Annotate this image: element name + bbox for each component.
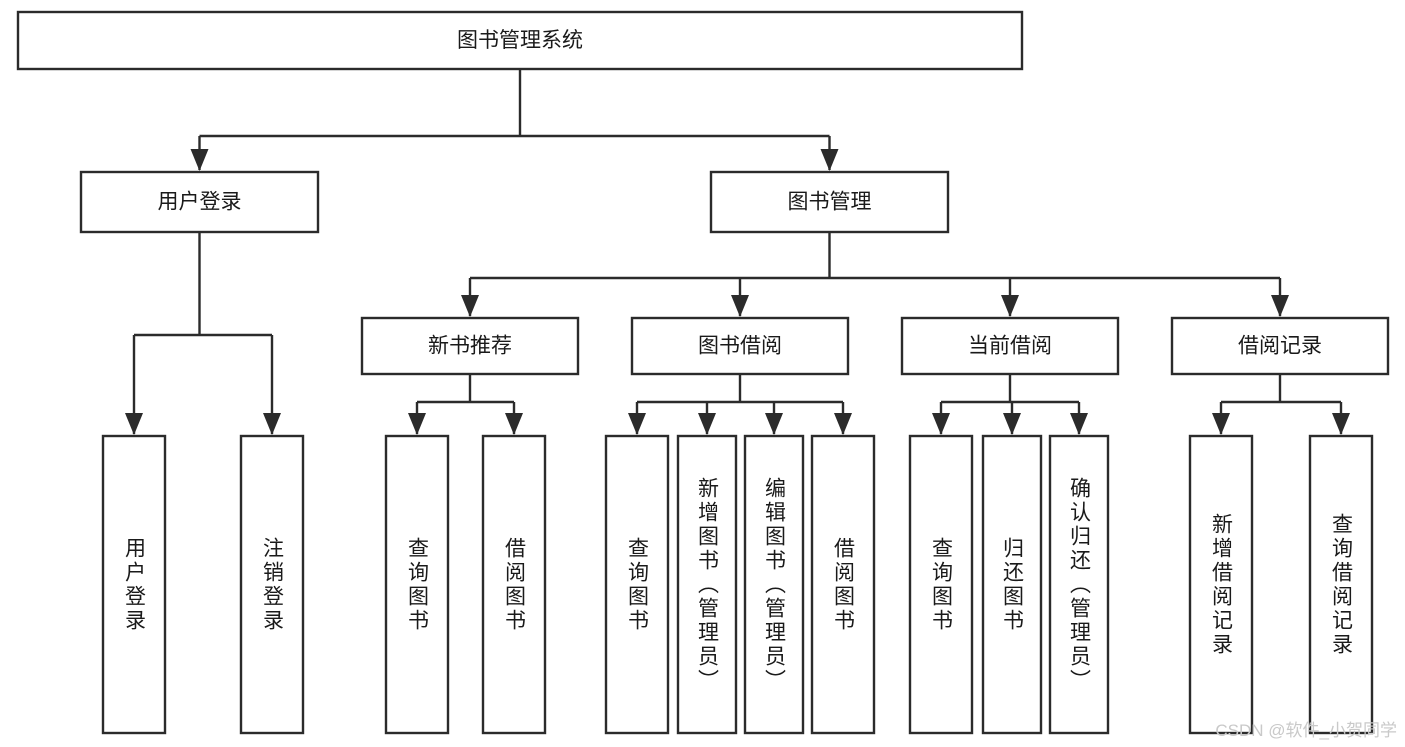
leaf-box-leaf-edit-book[interactable]: [743, 434, 805, 735]
node-root-label: 图书管理系统: [457, 29, 583, 52]
node-box-layer: [16, 10, 1390, 735]
leaf-box-leaf-add-record[interactable]: [1188, 434, 1254, 735]
arrow-head-icon: [820, 149, 839, 171]
watermark: CSDN @软件_小贺同学: [1215, 721, 1397, 740]
node-level3-label-current-borrow: 当前借阅: [968, 335, 1052, 358]
node-level2-box-user-login[interactable]: [79, 170, 320, 234]
node-level3-label-new-book-recommend: 新书推荐: [428, 335, 512, 358]
arrow-head-icon: [505, 413, 523, 435]
arrow-head-icon: [408, 413, 426, 435]
arrow-head-icon: [125, 413, 143, 435]
leaf-box-leaf-query-record[interactable]: [1308, 434, 1374, 735]
arrow-head-icon: [628, 413, 646, 435]
leaf-box-leaf-user-logout[interactable]: [239, 434, 305, 735]
leaf-box-leaf-query-book-1[interactable]: [384, 434, 450, 735]
arrow-head-icon: [834, 413, 852, 435]
arrow-head-icon: [461, 295, 479, 317]
node-level2-label-user-login: 用户登录: [158, 191, 242, 214]
arrow-head-icon: [1332, 413, 1350, 435]
arrow-head-icon: [731, 295, 749, 317]
leaf-box-leaf-return-book[interactable]: [981, 434, 1043, 735]
leaf-box-leaf-confirm-return[interactable]: [1048, 434, 1110, 735]
arrow-head-icon: [765, 413, 783, 435]
arrow-head-icon: [1001, 295, 1019, 317]
arrow-head-icon: [698, 413, 716, 435]
arrow-head-icon: [190, 149, 209, 171]
arrow-head-icon: [1070, 413, 1088, 435]
node-root-box[interactable]: [16, 10, 1024, 71]
arrow-head-icon: [1271, 295, 1289, 317]
arrow-head-icon: [263, 413, 281, 435]
node-level3-box-borrow-record[interactable]: [1170, 316, 1390, 376]
leaf-box-leaf-add-book[interactable]: [676, 434, 738, 735]
leaf-box-leaf-user-login[interactable]: [101, 434, 167, 735]
leaf-box-leaf-query-book-2[interactable]: [604, 434, 670, 735]
connector-layer: [125, 69, 1350, 435]
node-level2-label-book-manage: 图书管理: [788, 191, 872, 214]
node-level3-label-borrow-record: 借阅记录: [1238, 335, 1322, 358]
node-level2-box-book-manage[interactable]: [709, 170, 950, 234]
node-level3-box-book-borrow[interactable]: [630, 316, 850, 376]
leaf-box-leaf-borrow-book-1[interactable]: [481, 434, 547, 735]
leaf-box-leaf-query-book-3[interactable]: [908, 434, 974, 735]
arrow-head-icon: [932, 413, 950, 435]
arrow-head-icon: [1212, 413, 1230, 435]
arrow-head-icon: [1003, 413, 1021, 435]
node-level3-box-current-borrow[interactable]: [900, 316, 1120, 376]
leaf-box-leaf-borrow-book-2[interactable]: [810, 434, 876, 735]
node-level3-box-new-book-recommend[interactable]: [360, 316, 580, 376]
node-level3-label-book-borrow: 图书借阅: [698, 335, 782, 358]
